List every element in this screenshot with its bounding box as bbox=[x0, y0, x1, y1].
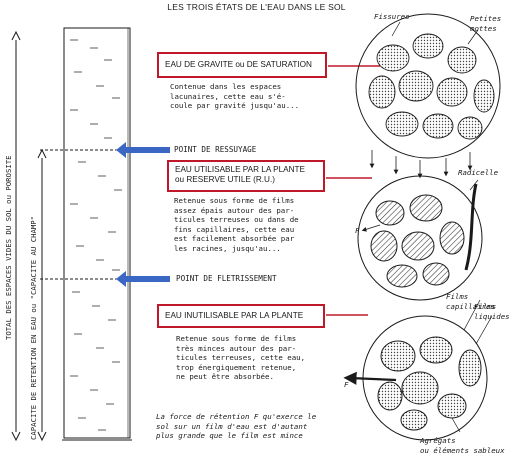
soil-column bbox=[40, 27, 150, 441]
ressuyage-arrow bbox=[116, 142, 170, 158]
fletrissement-point-label: POINT DE FLETRISSEMENT bbox=[176, 274, 277, 283]
unusable-water-label: EAU INUTILISABLE PAR LA PLANTE bbox=[157, 304, 325, 328]
petites-mottes-label: Petites mottes bbox=[470, 14, 502, 33]
usable-water-description: Retenue sous forme de films assez épais … bbox=[174, 196, 299, 253]
capacity-axis-label: CAPACITE DE RETENTION EN EAU ou "CAPACIT… bbox=[29, 215, 38, 440]
fissures-label: Fissures bbox=[374, 12, 410, 21]
usable-water-label: EAU UTILISABLE PAR LA PLANTE ou RESERVE … bbox=[167, 160, 325, 192]
porosity-bracket bbox=[11, 30, 21, 442]
page-title: LES TROIS ÉTATS DE L'EAU DANS LE SOL bbox=[167, 2, 346, 12]
agregats-label: Agrégats ou éléments sableux bbox=[420, 436, 505, 455]
gravity-water-description: Contenue dans les espaces lacunaires, ce… bbox=[170, 82, 300, 111]
fletrissement-arrow bbox=[116, 271, 170, 287]
footnote: La force de rétention F qu'exerce le sol… bbox=[156, 412, 317, 441]
radicelle-label: Radicelle bbox=[458, 168, 499, 177]
soil-sample-circle-3 bbox=[343, 299, 493, 441]
films-liquides-label: Films liquides bbox=[474, 302, 510, 321]
ressuyage-point-label: POINT DE RESSUYAGE bbox=[174, 145, 257, 154]
porosity-axis-label: TOTAL DES ESPACES VIDES DU SOL ou POROSI… bbox=[4, 155, 13, 340]
soil-sample-circle-1 bbox=[355, 13, 501, 179]
gravity-water-label: EAU DE GRAVITE ou DE SATURATION bbox=[157, 52, 327, 78]
films-capillaires-label: Films capillaires bbox=[446, 292, 495, 311]
force-f-label-2: F bbox=[344, 380, 349, 389]
soil-sample-circle-2 bbox=[357, 175, 483, 301]
unusable-water-description: Retenue sous forme de films très minces … bbox=[176, 334, 306, 382]
column-texture bbox=[70, 39, 122, 431]
capacity-bracket bbox=[37, 148, 47, 442]
connector-lines bbox=[326, 65, 380, 316]
force-f-label-1: F bbox=[355, 226, 360, 235]
